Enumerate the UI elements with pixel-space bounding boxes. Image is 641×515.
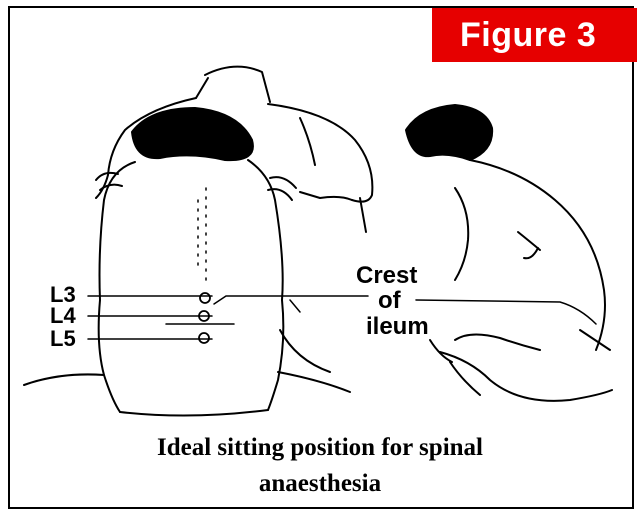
label-of: of xyxy=(378,287,401,315)
patient-head xyxy=(132,108,253,160)
label-ileum: ileum xyxy=(366,313,429,341)
patient-back xyxy=(24,160,596,416)
label-crest: Crest xyxy=(356,262,417,290)
patient-side-view xyxy=(406,105,612,401)
caption-line-1: Ideal sitting position for spinal xyxy=(40,434,600,462)
label-l5: L5 xyxy=(50,326,76,352)
caption-line-2: anaesthesia xyxy=(40,470,600,498)
